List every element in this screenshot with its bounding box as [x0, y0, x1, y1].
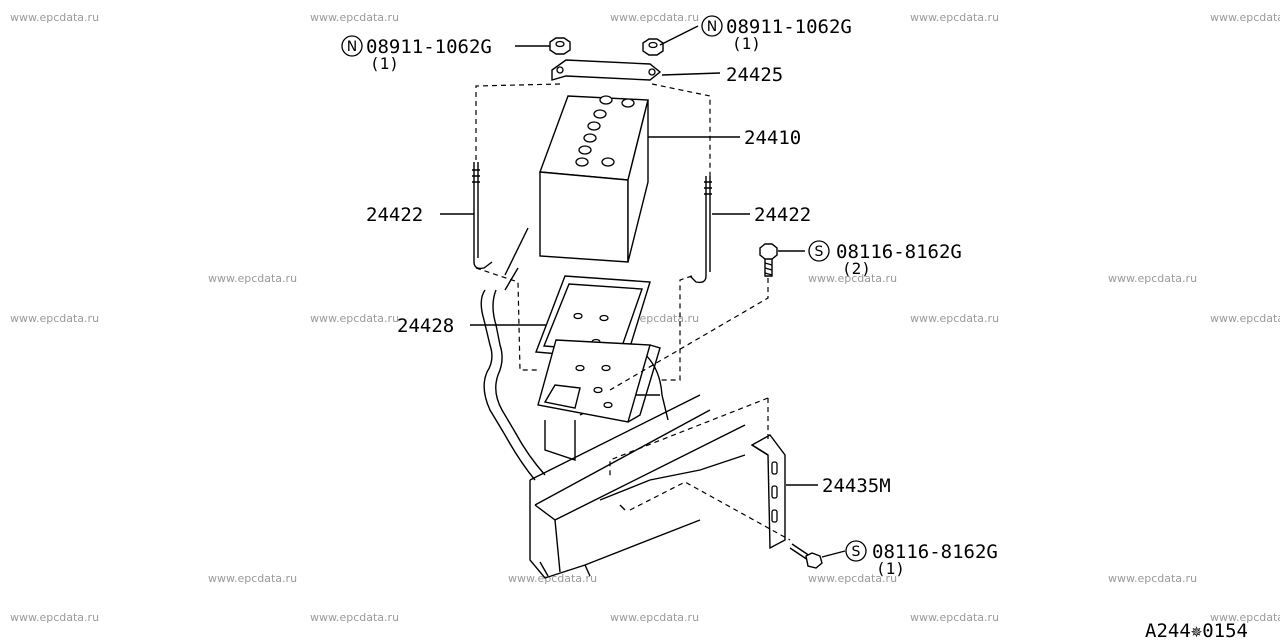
diagram-code: A244✵0154	[1145, 620, 1248, 640]
battery-caps	[575, 95, 635, 167]
nut-right	[642, 38, 664, 56]
watermark: www.epcdata.ru	[208, 272, 297, 285]
watermark: www.epcdata.ru	[910, 11, 999, 24]
label-tray: 24428	[397, 315, 454, 337]
label-rod-left: 24422	[366, 204, 423, 226]
watermark: www.epcdata.ru	[10, 11, 99, 24]
hold-down-rod-left	[472, 162, 493, 270]
tray-base	[537, 339, 661, 423]
watermark: www.epcdata.ru	[10, 611, 99, 624]
bracket	[750, 434, 786, 550]
n-circle-icon	[341, 35, 363, 57]
callout-prefix: N	[707, 19, 717, 35]
watermark: www.epcdata.ru	[10, 312, 99, 325]
label-bracket: 24435M	[822, 475, 891, 497]
watermarks: www.epcdata.ru www.epcdata.ru www.epcdat…	[10, 11, 1280, 624]
quantity: (1)	[370, 54, 399, 73]
watermark: www.epcdata.ru	[1108, 572, 1197, 585]
s-circle-icon	[808, 240, 830, 262]
watermark: www.epcdata.ru	[1210, 312, 1280, 325]
nut-left	[549, 37, 571, 55]
leader-lines	[440, 25, 846, 558]
watermark: www.epcdata.ru	[508, 572, 597, 585]
watermark: www.epcdata.ru	[910, 312, 999, 325]
callout-prefix: S	[852, 544, 861, 560]
callout-prefix: S	[815, 244, 824, 260]
part-number: 08911-1062G	[366, 36, 492, 58]
s-circle-icon	[845, 540, 867, 562]
callout-bolt-mid: S 08116-8162G (2)	[808, 240, 962, 278]
quantity: (1)	[876, 559, 905, 578]
part-number: 08116-8162G	[836, 241, 962, 263]
watermark: www.epcdata.ru	[1210, 611, 1280, 624]
hold-down-rod-right	[689, 176, 712, 284]
battery	[539, 95, 649, 263]
bolt-mid	[759, 243, 778, 277]
watermark: www.epcdata.ru	[310, 611, 399, 624]
label-battery: 24410	[744, 127, 801, 149]
watermark: www.epcdata.ru	[310, 312, 399, 325]
quantity: (2)	[842, 259, 871, 278]
assembly-dashed-lines	[475, 83, 791, 541]
callout-nut-left: N 08911-1062G (1)	[341, 35, 492, 73]
watermark: www.epcdata.ru	[610, 11, 699, 24]
watermark: www.epcdata.ru	[808, 572, 897, 585]
watermark: www.epcdata.ru	[310, 11, 399, 24]
callout-prefix: N	[347, 39, 357, 55]
callout-bolt-low: S 08116-8162G (1)	[845, 540, 998, 578]
watermark: www.epcdata.ru	[808, 272, 897, 285]
label-frame: 24425	[726, 64, 783, 86]
label-rod-right: 24422	[754, 204, 811, 226]
watermark: www.epcdata.ru	[208, 572, 297, 585]
hold-down-frame	[551, 59, 662, 81]
part-number: 08116-8162G	[872, 541, 998, 563]
bolt-low	[789, 543, 823, 569]
watermark: www.epcdata.ru	[1210, 11, 1280, 24]
quantity: (1)	[732, 34, 761, 53]
watermark: www.epcdata.ru	[1108, 272, 1197, 285]
n-circle-icon	[701, 15, 723, 37]
part-labels: 24425 24410 24422 24422 24428 24435M	[366, 64, 891, 497]
callout-nut-right: N 08911-1062G (1)	[701, 15, 852, 53]
watermark: www.epcdata.ru	[610, 611, 699, 624]
part-number: 08911-1062G	[726, 16, 852, 38]
watermark: www.epcdata.ru	[910, 611, 999, 624]
